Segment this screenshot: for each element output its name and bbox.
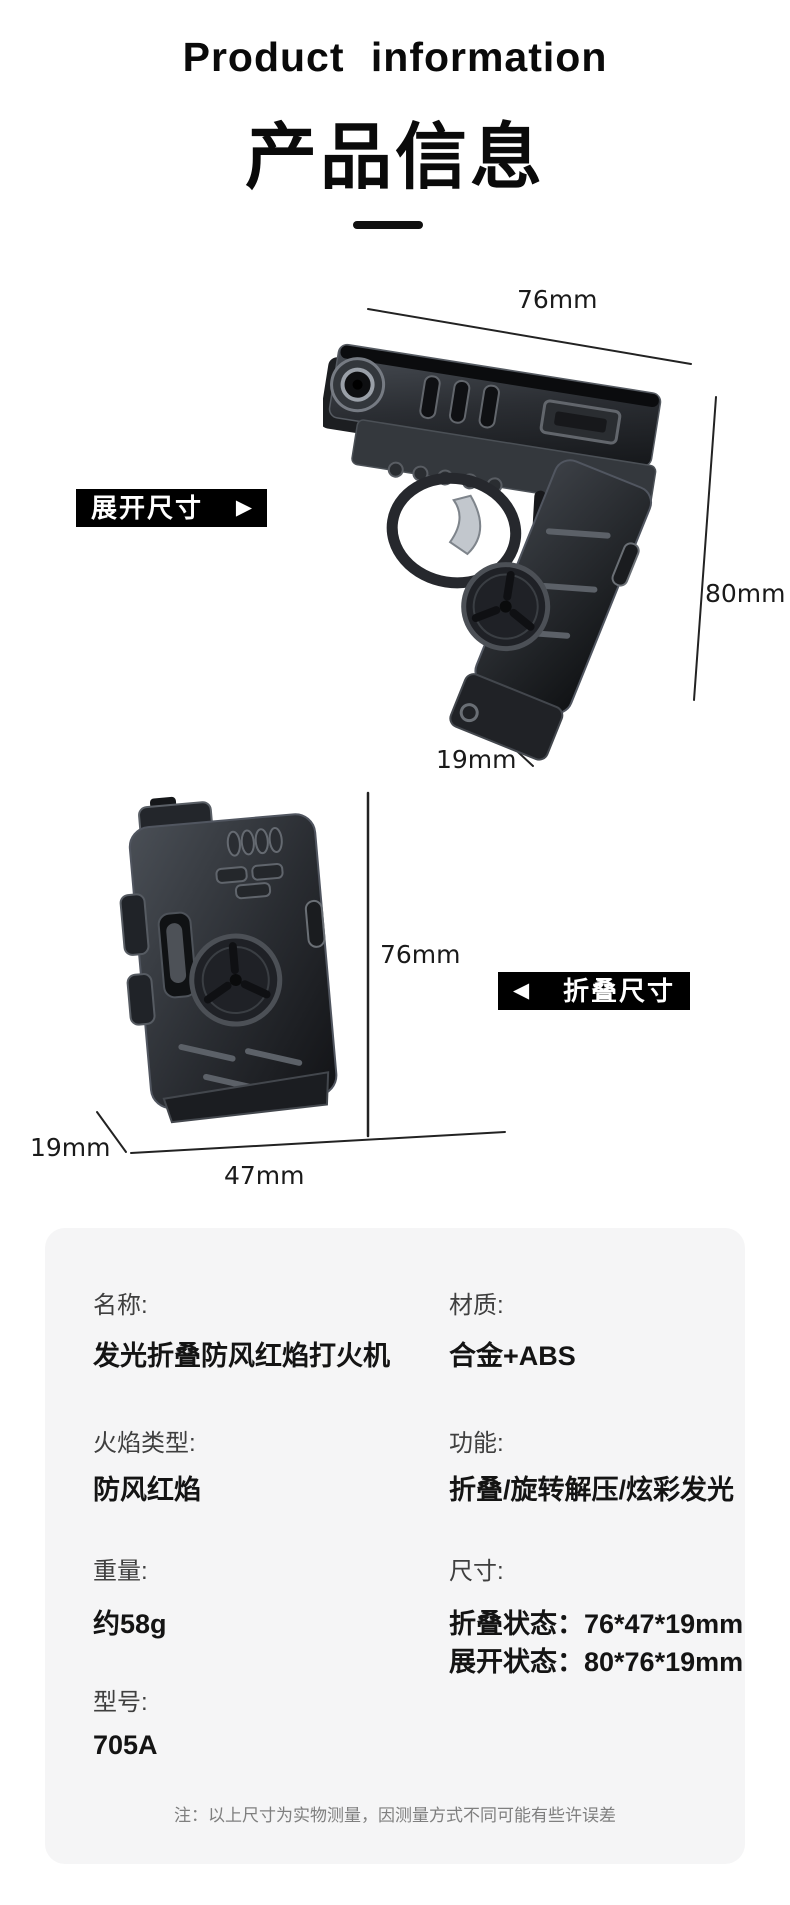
spec-size-label: 尺寸:: [449, 1558, 504, 1585]
button-cluster: [215, 862, 284, 900]
right-arrow-icon: ▶: [235, 496, 252, 519]
slide-latch: [539, 399, 622, 445]
spec-material-value: 合金+ABS: [449, 1341, 576, 1371]
spec-model-label: 型号:: [93, 1689, 148, 1716]
spec-function-value: 折叠/旋转解压/炫彩发光: [449, 1475, 735, 1505]
left-arrow-icon: ◀: [513, 979, 530, 1002]
folded-size-badge: ◀ 折叠尺寸: [498, 972, 690, 1010]
rotation-dial: [189, 933, 283, 1027]
spec-size-value-unfolded: 展开状态：80*76*19mm: [449, 1647, 744, 1677]
ridge-coil: [226, 827, 283, 857]
latch-window: [157, 911, 198, 999]
unfolded-width-dimension: 76mm: [517, 285, 598, 314]
page-title-en: Product information: [182, 34, 608, 80]
unfolded-size-badge: 展开尺寸 ▶: [76, 489, 267, 527]
slide-vents: [419, 375, 500, 429]
dim-line-folded-width: [130, 1131, 506, 1154]
spec-model-value: 705A: [93, 1730, 158, 1760]
trigger: [448, 494, 482, 556]
title-divider-dash: [353, 221, 423, 229]
unfolded-depth-dimension: 19mm: [436, 745, 517, 774]
grip-base: [449, 673, 564, 761]
folded-height-dimension: 76mm: [380, 940, 461, 969]
spec-function-label: 功能:: [449, 1430, 504, 1457]
spec-size-value-folded: 折叠状态：76*47*19mm: [449, 1609, 744, 1639]
measurement-note: 注：以上尺寸为实物测量，因测量方式不同可能有些许误差: [174, 1806, 616, 1825]
left-rail: [119, 893, 156, 1026]
trigger-guard: [386, 472, 522, 589]
folded-width-dimension: 47mm: [224, 1161, 305, 1190]
side-button: [304, 899, 326, 948]
spec-flame-label: 火焰类型:: [93, 1430, 196, 1457]
folded-size-badge-label: 折叠尺寸: [562, 976, 675, 1006]
page-title-zh: 产品信息: [244, 118, 545, 198]
rotation-dial: [461, 562, 551, 652]
spec-material-label: 材质:: [449, 1292, 504, 1319]
spec-weight-label: 重量:: [93, 1558, 148, 1585]
spec-weight-value: 约58g: [93, 1609, 167, 1639]
spec-card: 名称: 发光折叠防风红焰打火机 材质: 合金+ABS 火焰类型: 防风红焰 功能…: [45, 1228, 745, 1864]
spec-name-label: 名称:: [93, 1292, 148, 1319]
spec-name-value: 发光折叠防风红焰打火机: [93, 1341, 390, 1371]
bottom-base: [162, 1071, 330, 1124]
side-button: [611, 542, 640, 587]
folded-depth-dimension: 19mm: [30, 1133, 111, 1162]
unfolded-lighter-image: [323, 343, 662, 761]
keyring-hole: [459, 703, 479, 723]
folded-lighter-image: [119, 796, 338, 1124]
spec-flame-value: 防风红焰: [93, 1475, 201, 1505]
unfolded-height-dimension: 80mm: [705, 579, 786, 608]
unfolded-size-badge-label: 展开尺寸: [91, 493, 204, 523]
